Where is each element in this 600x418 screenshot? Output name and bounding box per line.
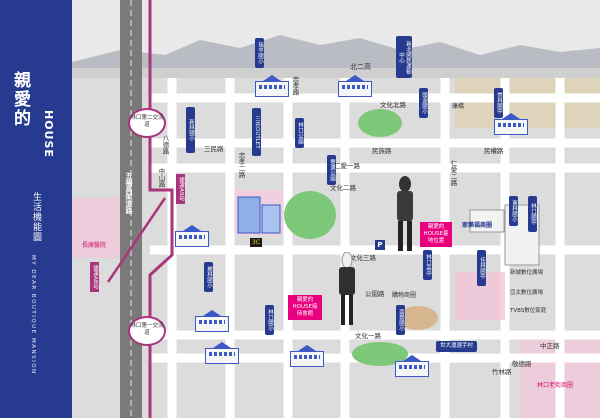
sign-elementary-1: 瑞平國小 [255, 38, 264, 68]
sign-jh-school-a: 崇林國中 [494, 88, 503, 118]
road-minzu: 民族路 [372, 147, 392, 155]
label-shopping: 購物商圈 [392, 292, 417, 299]
sign-elementary-2: 頭湖國小 [419, 88, 428, 118]
label-kang: 康橋 [452, 103, 465, 110]
road-jingde: 敬德路 [512, 360, 532, 368]
figure-zebra-icon [397, 176, 413, 251]
road-minquan: 民權路 [484, 147, 504, 155]
sign-elementary-dong: 東林國小 [509, 196, 518, 226]
sign-elementary-taipei: 南勢國小 [396, 305, 405, 335]
house-center-marker: 親愛的HOUSE接待會館 [288, 295, 322, 320]
sign-university-town: 世大運選手村 [436, 341, 478, 352]
label-big-mall2: 亞太數位廣場 [510, 290, 544, 296]
road-renai2: 仁愛二路 [449, 160, 457, 186]
label-old-street: 林口老街商圈 [537, 382, 574, 389]
sign-park1: 林口公園 [295, 118, 304, 148]
school-icon [255, 75, 289, 97]
road-zhongxiao: 忠孝路 [291, 76, 299, 96]
brand-english: HOUSE [42, 110, 55, 158]
house-site-marker: 親愛的HOUSE基地位置 [420, 222, 452, 247]
brand-panel: 親愛的 HOUSE 生活機能圖 MY DEAR BOUTIQUE MANSION [0, 0, 72, 418]
road-culture2: 文化二路 [330, 184, 356, 192]
road-park: 公園路 [365, 290, 385, 298]
label-tvbs: TVBS數位家庭 [510, 308, 547, 314]
road-renai1: 仁愛一路 [334, 162, 360, 170]
road-zhongzheng: 中正路 [540, 342, 560, 350]
road-sanmin: 三民路 [204, 145, 224, 153]
mrt-station-a9: 捷運A9站 [176, 174, 185, 204]
label-3c: 3C [250, 238, 263, 247]
road-culture3: 文化三路 [350, 254, 376, 262]
sign-elementary-jiyun: 麗林國小 [204, 262, 213, 292]
figure-rabbit-icon [339, 252, 355, 325]
school-icon [395, 355, 429, 377]
school-icon [494, 113, 528, 135]
school-icon [175, 225, 209, 247]
sign-jh-jiayi: 佳林國中 [477, 250, 486, 286]
label-carrefour-area: 家樂福商圈 [462, 222, 493, 229]
sign-outlet: 三井OUTLET [252, 108, 261, 156]
mrt-label-hospital: 長庚醫院 [82, 242, 107, 249]
sign-sports-center: 新北國民運動中心 [396, 36, 412, 78]
road-culture1: 文化一路 [355, 332, 381, 340]
mrt-station-a8: 捷運A8站 [90, 262, 99, 292]
school-icon [338, 75, 372, 97]
parking-icon: P [375, 240, 385, 250]
highway-label: 五楊高架道路 [125, 172, 133, 214]
road-zhuling: 竹林路 [492, 368, 512, 376]
map-subtitle: 生活機能圖 [31, 192, 41, 242]
brand-tagline: MY DEAR BOUTIQUE MANSION [30, 255, 36, 375]
sign-elementary-xingfu: 林口國小 [265, 305, 274, 335]
road-culture-n: 文化北路 [380, 101, 406, 109]
sign-park2: 雙連公園 [327, 155, 336, 185]
school-icon [195, 310, 229, 332]
school-icon [205, 342, 239, 364]
road-bade: 八德路 [161, 135, 169, 155]
sign-hs-linkou: 林口高中 [423, 250, 432, 280]
road-zhongshan: 中山路 [157, 168, 165, 188]
sign-school-c: 林口國中 [528, 196, 537, 232]
school-icon [290, 345, 324, 367]
road-zhongxiao2: 忠孝二路 [237, 152, 245, 178]
brand-title: 親愛的 [14, 71, 31, 129]
interchange-bottom: 林口第一交流道 [128, 316, 166, 346]
interchange-top: 林口第二交流道 [128, 108, 166, 138]
sign-elementary-school-b: 新林國小 [186, 107, 195, 153]
label-big-mall: 新城數位廣場 [510, 270, 544, 276]
road-north2: 北二高 [350, 63, 371, 71]
